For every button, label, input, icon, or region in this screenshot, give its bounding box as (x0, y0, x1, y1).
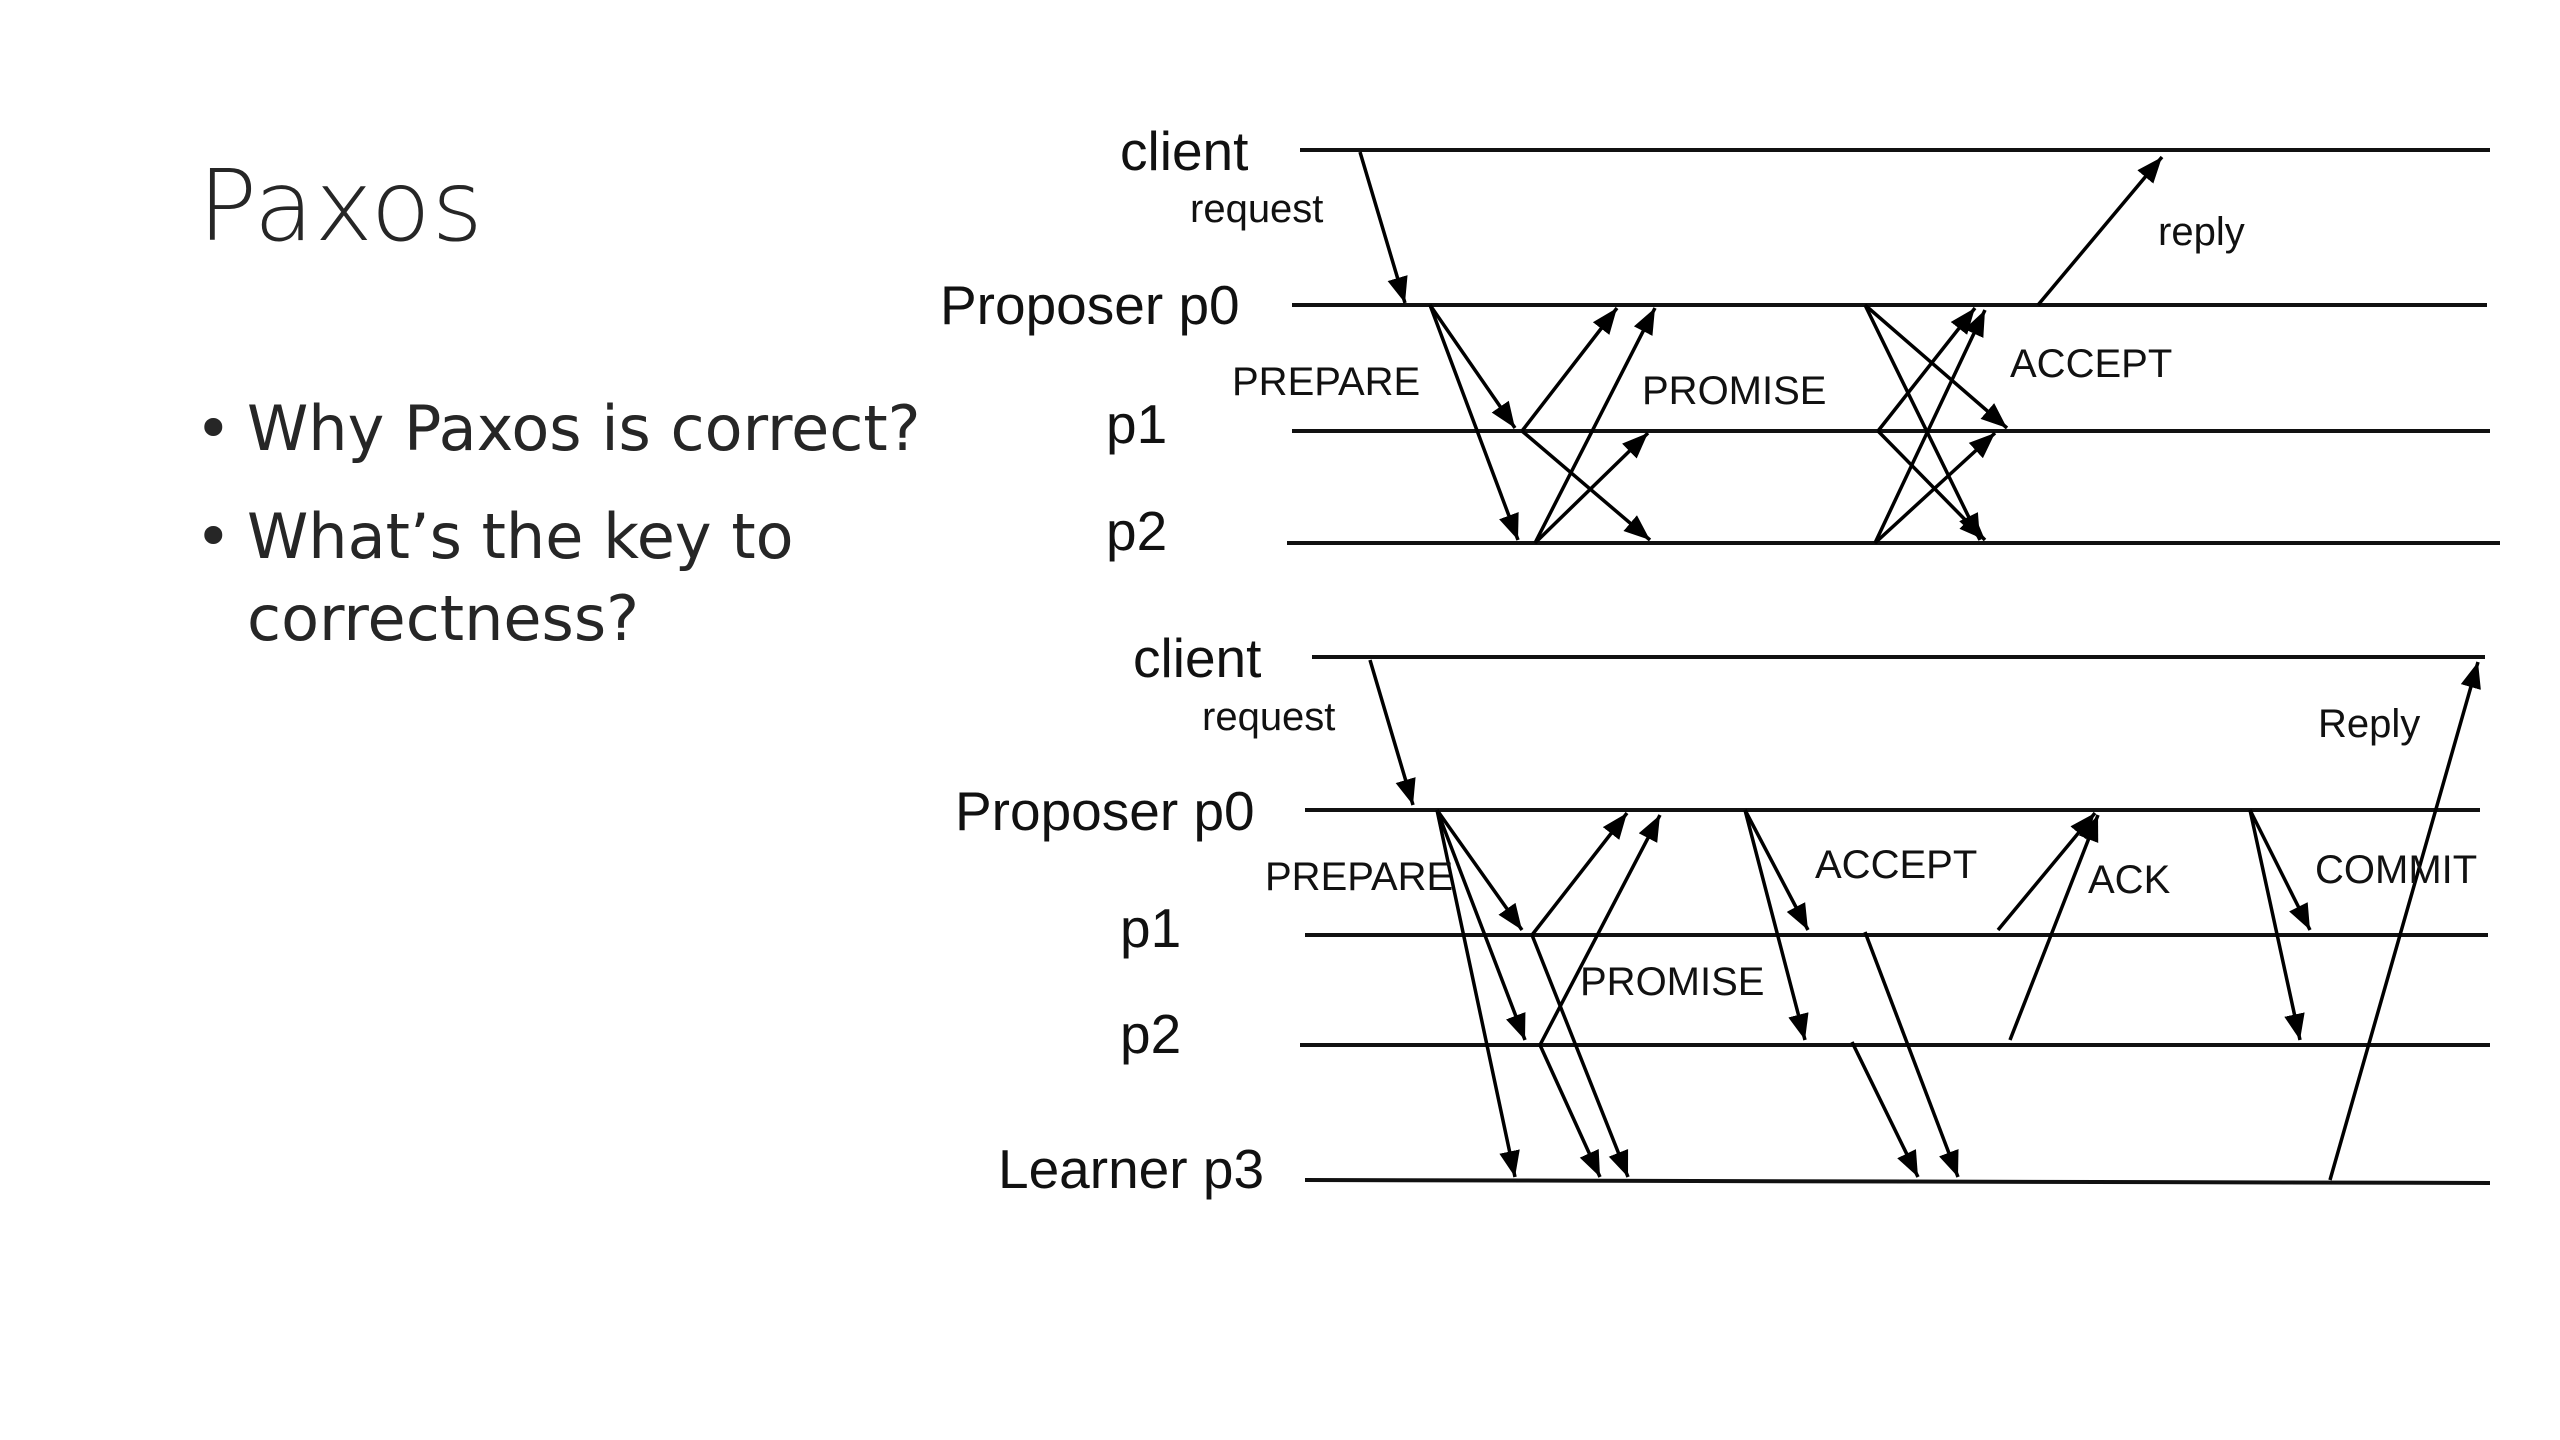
node-label: p1 (1106, 393, 1167, 455)
node-label: Proposer p0 (955, 780, 1255, 842)
arrow (1520, 429, 1652, 542)
bullet-dot-icon: • (195, 500, 232, 573)
bullet-list: • Why Paxos is correct? • What’s the key… (195, 388, 955, 686)
arrow (1435, 808, 1524, 932)
arrow (1873, 309, 1987, 544)
arrow (1873, 431, 1997, 545)
message-label: PROMISE (1580, 960, 1764, 1004)
arrow (1538, 1044, 1602, 1178)
bullet-item: • Why Paxos is correct? (195, 388, 955, 470)
arrow (1428, 304, 1520, 541)
arrow (1743, 809, 1809, 1041)
arrow (1358, 151, 1408, 304)
arrow (1368, 659, 1416, 806)
arrow (1530, 934, 1630, 1178)
arrow (1435, 809, 1527, 1041)
arrow (1533, 431, 1650, 545)
arrow (2008, 814, 2100, 1041)
arrow (1863, 303, 2009, 430)
node-label: client (1120, 120, 1248, 182)
message-label: PREPARE (1265, 855, 1453, 899)
message-label: Reply (2318, 702, 2420, 746)
arrow (1520, 306, 1619, 433)
arrow (2036, 155, 2164, 307)
arrow (1863, 304, 1982, 541)
arrow (1850, 1041, 1920, 1178)
bullet-text: What’s the key to correctness? (247, 500, 794, 655)
arrow (1996, 811, 2097, 932)
message-label: ACK (2088, 858, 2171, 902)
arrow (1876, 429, 1987, 542)
message-label: request (1202, 695, 1335, 739)
node-label: Proposer p0 (940, 274, 1240, 336)
bullet-dot-icon: • (195, 392, 232, 465)
slide-title: Paxos (198, 150, 484, 264)
arrow (2248, 809, 2305, 1041)
arrow (2248, 809, 2312, 931)
arrow (2328, 661, 2481, 1181)
message-label: ACCEPT (1815, 843, 1977, 887)
message-label: COMMIT (2315, 848, 2477, 892)
bottom-timelines (1300, 655, 2491, 1185)
arrow (1538, 814, 1662, 1046)
arrow (1533, 307, 1657, 544)
bottom-labels: client Proposer p0 p1 p2 Learner p3 requ… (955, 627, 2477, 1200)
arrow (1876, 306, 1977, 433)
message-label: request (1190, 187, 1323, 231)
node-label: p1 (1120, 897, 1181, 959)
arrow (1435, 809, 1520, 1178)
bullet-item: • What’s the key to correctness? (195, 496, 955, 660)
arrow (1428, 304, 1517, 429)
top-diagram: client Proposer p0 p1 p2 request PREPARE… (940, 120, 2500, 562)
message-label: PREPARE (1232, 360, 1420, 404)
arrow (1743, 809, 1810, 931)
bullet-text: Why Paxos is correct? (247, 392, 921, 465)
top-labels: client Proposer p0 p1 p2 request PREPARE… (940, 120, 2245, 562)
node-label: p2 (1120, 1003, 1181, 1065)
node-label: Learner p3 (998, 1138, 1264, 1200)
arrow (1530, 811, 1629, 937)
node-label: client (1133, 627, 1261, 689)
arrow (1863, 931, 1960, 1178)
message-label: PROMISE (1642, 369, 1826, 413)
bottom-diagram: client Proposer p0 p1 p2 Learner p3 requ… (955, 627, 2491, 1200)
node-label: p2 (1106, 500, 1167, 562)
bottom-p3-line (1304, 1178, 2491, 1185)
message-label: reply (2158, 210, 2245, 254)
bottom-arrows (1368, 659, 2481, 1181)
top-timelines (1287, 148, 2500, 545)
top-arrows (1358, 151, 2164, 545)
message-label: ACCEPT (2010, 342, 2172, 386)
